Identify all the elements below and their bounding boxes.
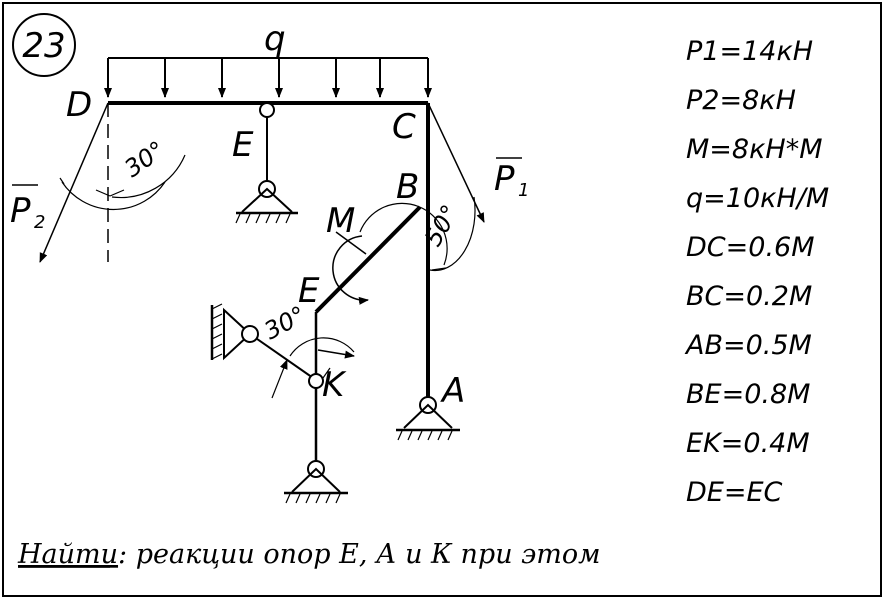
label-p2-sub: 2 bbox=[34, 212, 45, 233]
angle-30-top: 30° bbox=[119, 136, 170, 183]
given-line: P2=8кН bbox=[686, 85, 796, 116]
label-a: A bbox=[440, 371, 465, 411]
label-m: M bbox=[326, 201, 355, 241]
label-d: D bbox=[66, 85, 92, 125]
wall-support bbox=[210, 303, 259, 361]
given-line: DE=EC bbox=[686, 477, 783, 508]
bar-be bbox=[314, 205, 422, 314]
support-e: E bbox=[232, 102, 298, 224]
support-k bbox=[284, 460, 348, 504]
label-p1-sub: 1 bbox=[518, 180, 529, 201]
label-p1: P bbox=[494, 159, 515, 199]
given-line: P1=14кН bbox=[686, 36, 813, 67]
distributed-load-q: q bbox=[104, 19, 432, 98]
angle-50: 50° bbox=[419, 200, 465, 251]
problem-number-badge: 23 bbox=[12, 13, 76, 77]
given-line: q=10кН/М bbox=[686, 183, 829, 214]
given-line: BE=0.8М bbox=[686, 379, 810, 410]
label-b: B bbox=[396, 167, 419, 207]
rod-k bbox=[249, 333, 317, 381]
given-line: DC=0.6М bbox=[686, 232, 815, 263]
force-p2: 30° P 2 bbox=[10, 102, 186, 263]
label-e-top: E bbox=[232, 125, 254, 165]
given-line: M=8кН*М bbox=[686, 134, 823, 165]
given-line: BC=0.2М bbox=[686, 281, 812, 312]
support-a: A bbox=[396, 371, 465, 441]
label-k: K bbox=[322, 365, 347, 405]
task-keyword: Найти bbox=[17, 539, 118, 570]
problem-number: 23 bbox=[22, 26, 65, 66]
moment-m: M bbox=[326, 201, 448, 305]
task-text: Найти: реакции опор Е, А и К при этом bbox=[17, 539, 601, 570]
given-line: EK=0.4М bbox=[686, 428, 810, 459]
given-line: AB=0.5М bbox=[684, 330, 812, 361]
label-c: C bbox=[392, 107, 416, 147]
task-statement: Найти: реакции опор Е, А и К при этом bbox=[17, 539, 601, 570]
force-p1: 50° P 1 bbox=[419, 102, 529, 272]
hinge-k: 30° K bbox=[260, 301, 355, 405]
label-e-mid: E bbox=[298, 271, 320, 311]
label-p2: P bbox=[10, 191, 31, 231]
task-rest: : реакции опор Е, А и К при этом bbox=[118, 539, 601, 570]
label-q: q bbox=[264, 19, 286, 59]
given-data: P1=14кН P2=8кН M=8кН*М q=10кН/М DC=0.6М … bbox=[684, 36, 829, 508]
